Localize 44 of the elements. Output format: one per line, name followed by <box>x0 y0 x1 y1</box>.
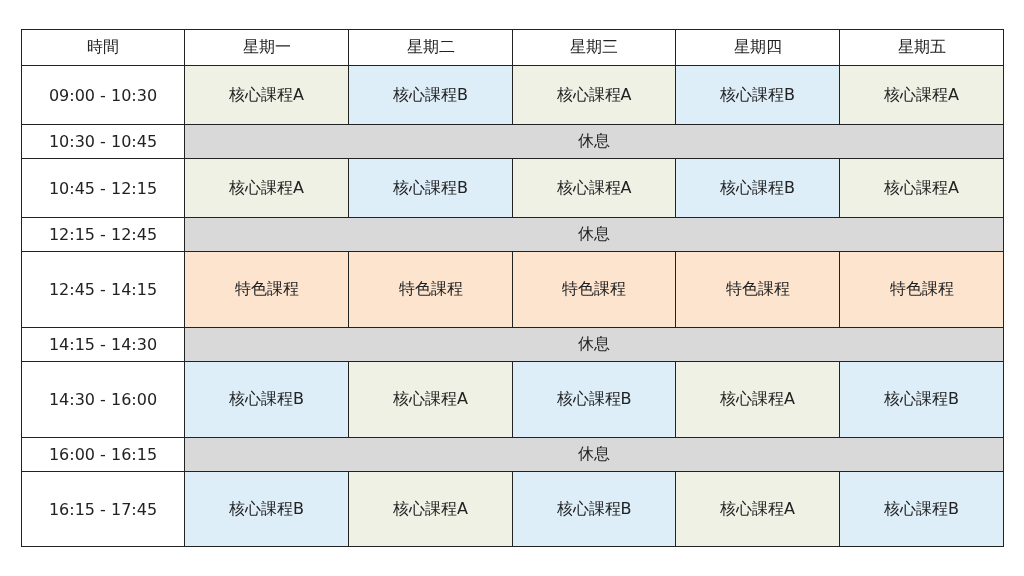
class-cell: 核心課程B <box>512 471 676 547</box>
class-cell: 核心課程B <box>675 65 840 125</box>
class-cell: 核心課程A <box>512 65 676 125</box>
weekday-header: 星期四 <box>675 29 840 66</box>
break-bar: 休息 <box>184 124 1004 159</box>
time-slot: 14:15 - 14:30 <box>21 327 185 362</box>
time-header: 時間 <box>21 29 185 66</box>
time-slot: 16:00 - 16:15 <box>21 437 185 472</box>
class-cell: 核心課程A <box>184 65 349 125</box>
class-cell: 核心課程A <box>348 471 513 547</box>
weekday-header: 星期五 <box>839 29 1004 66</box>
class-cell: 特色課程 <box>184 251 349 328</box>
break-bar: 休息 <box>184 327 1004 362</box>
class-cell: 特色課程 <box>839 251 1004 328</box>
break-bar: 休息 <box>184 217 1004 252</box>
class-cell: 核心課程B <box>184 361 349 438</box>
time-slot: 10:45 - 12:15 <box>21 158 185 218</box>
class-cell: 核心課程B <box>839 361 1004 438</box>
class-cell: 特色課程 <box>675 251 840 328</box>
class-cell: 核心課程B <box>675 158 840 218</box>
weekday-header: 星期三 <box>512 29 676 66</box>
class-cell: 核心課程B <box>348 65 513 125</box>
class-cell: 核心課程B <box>512 361 676 438</box>
weekday-header: 星期一 <box>184 29 349 66</box>
time-slot: 14:30 - 16:00 <box>21 361 185 438</box>
class-cell: 核心課程A <box>675 471 840 547</box>
time-slot: 12:45 - 14:15 <box>21 251 185 328</box>
class-cell: 核心課程A <box>348 361 513 438</box>
time-slot: 10:30 - 10:45 <box>21 124 185 159</box>
class-cell: 核心課程A <box>184 158 349 218</box>
class-cell: 核心課程B <box>184 471 349 547</box>
time-slot: 12:15 - 12:45 <box>21 217 185 252</box>
class-cell: 核心課程A <box>512 158 676 218</box>
weekday-header: 星期二 <box>348 29 513 66</box>
class-cell: 特色課程 <box>348 251 513 328</box>
class-cell: 核心課程A <box>839 158 1004 218</box>
class-cell: 核心課程A <box>675 361 840 438</box>
class-cell: 核心課程B <box>348 158 513 218</box>
class-cell: 特色課程 <box>512 251 676 328</box>
time-slot: 09:00 - 10:30 <box>21 65 185 125</box>
break-bar: 休息 <box>184 437 1004 472</box>
class-cell: 核心課程A <box>839 65 1004 125</box>
time-slot: 16:15 - 17:45 <box>21 471 185 547</box>
class-cell: 核心課程B <box>839 471 1004 547</box>
